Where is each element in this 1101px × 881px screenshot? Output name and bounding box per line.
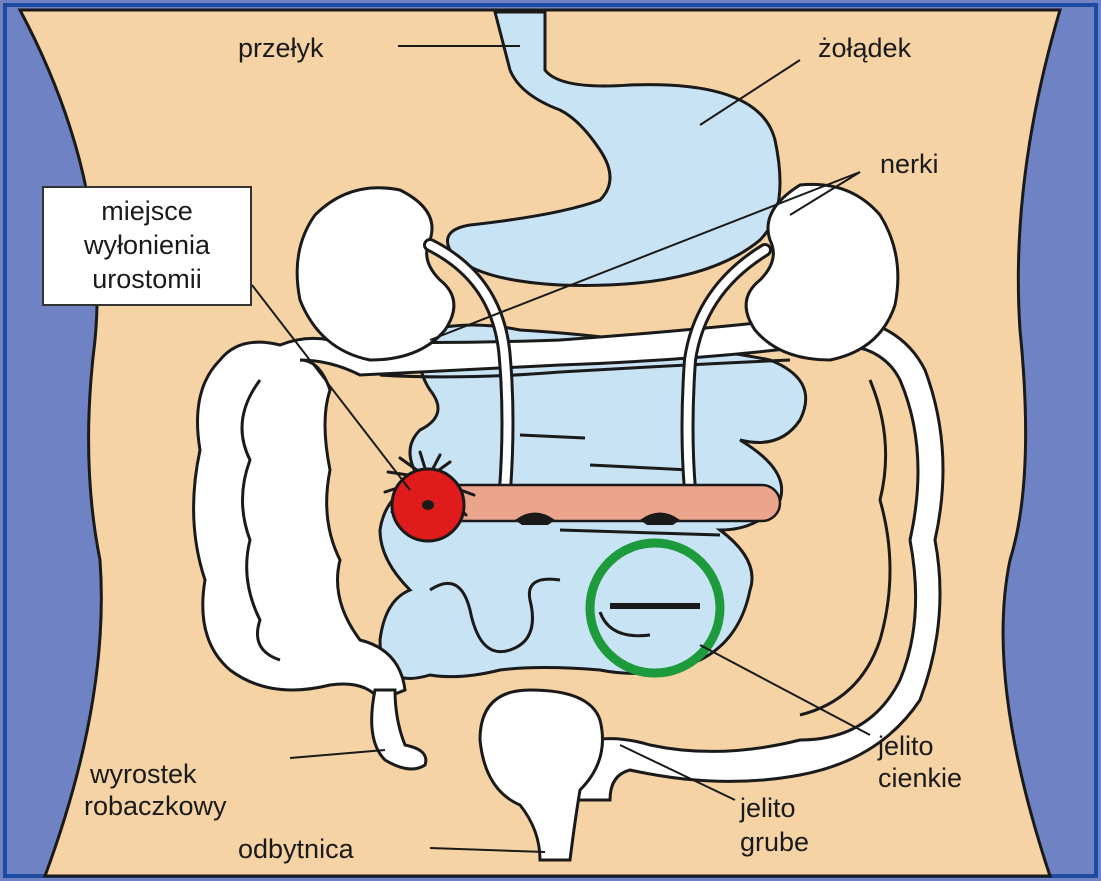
label-przelyk: przełyk (238, 32, 324, 64)
label-nerki: nerki (880, 148, 939, 180)
label-jelito-cienkie-line-1: jelito (878, 730, 934, 762)
label-jelito-grube-line-1: jelito (740, 792, 796, 824)
stoma-site-line-2: wyłonienia (44, 228, 250, 262)
label-wyrostek-line-2: robaczkowy (84, 790, 227, 822)
label-zoladek: żołądek (818, 32, 911, 64)
stoma-site-line-3: urostomii (44, 262, 250, 296)
label-jelito-cienkie-line-2: cienkie (878, 762, 962, 794)
label-jelito-grube-line-2: grube (740, 826, 809, 858)
label-odbytnica: odbytnica (238, 833, 354, 865)
ileal-conduit (430, 485, 780, 521)
label-wyrostek-line-1: wyrostek (90, 758, 197, 790)
stoma-site-line-1: miejsce (44, 194, 250, 228)
label-stoma-site: miejsce wyłonienia urostomii (42, 186, 252, 306)
